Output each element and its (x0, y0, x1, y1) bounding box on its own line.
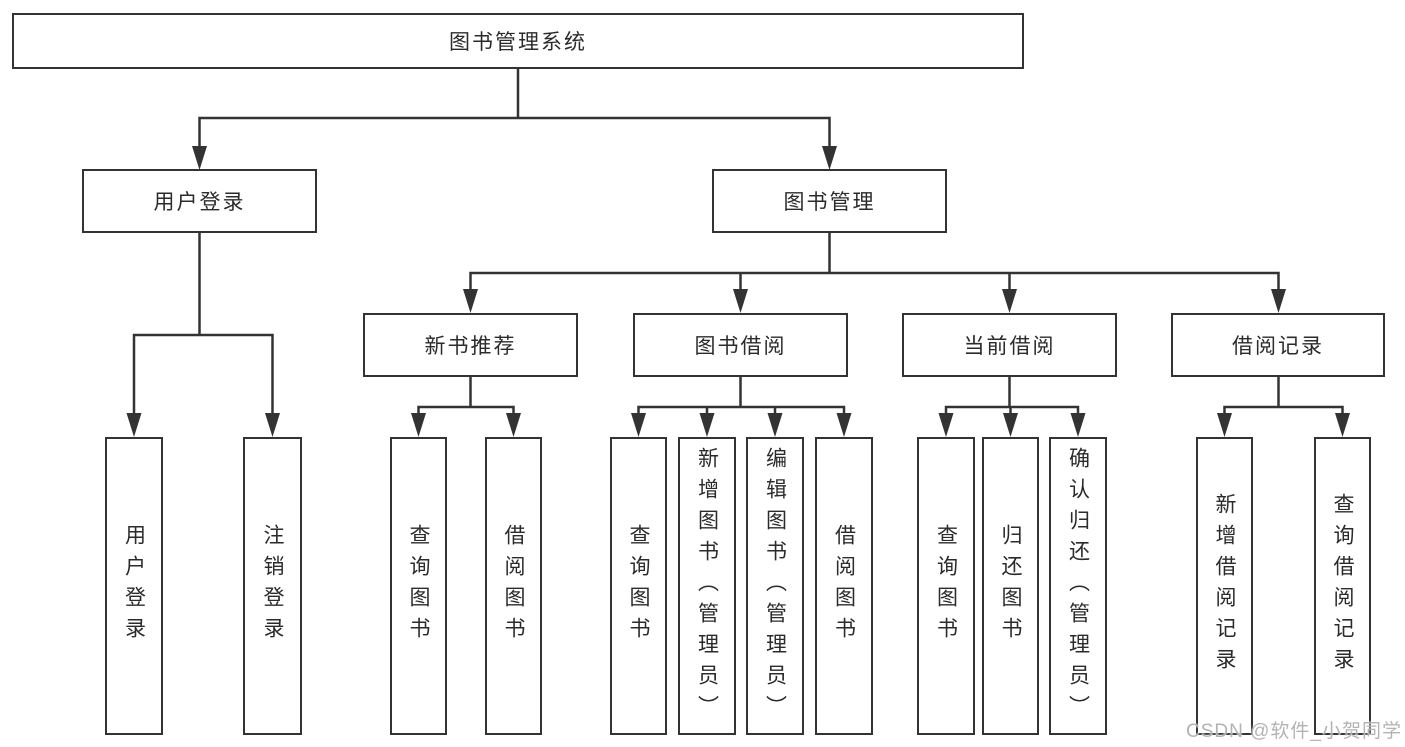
connector (637, 405, 846, 415)
leaf-return-book: 归还图书 (982, 437, 1039, 735)
connector (132, 333, 274, 415)
node-new-book-recommend: 新书推荐 (363, 313, 578, 377)
leaf-confirm-return-admin-label: 确认归还（管理员） (1066, 446, 1090, 726)
leaf-query-borrow-record-label: 查询借阅记录 (1331, 493, 1354, 679)
arrowhead (938, 413, 954, 437)
leaf-borrow-books-label: 借阅图书 (832, 524, 856, 648)
connector (1223, 405, 1344, 415)
node-new-book-recommend-label: 新书推荐 (424, 335, 517, 358)
arrowhead (631, 413, 646, 437)
leaf-add-borrow-record-label: 新增借阅记录 (1213, 493, 1236, 679)
arrowhead (192, 146, 207, 170)
arrowheads (126, 146, 1350, 437)
arrowhead (836, 413, 852, 437)
node-borrow-records: 借阅记录 (1171, 313, 1385, 377)
leaf-add-borrow-record: 新增借阅记录 (1196, 437, 1253, 735)
node-current-borrow: 当前借阅 (902, 313, 1117, 377)
node-root: 图书管理系统 (12, 13, 1024, 69)
leaf-user-login-label: 用户登录 (122, 524, 146, 648)
node-user-login-label: 用户登录 (153, 191, 246, 214)
leaf-confirm-return-admin: 确认归还（管理员） (1049, 437, 1107, 735)
leaf-logout: 注销登录 (243, 437, 302, 735)
node-book-borrow: 图书借阅 (633, 313, 848, 377)
arrowhead (1271, 289, 1286, 313)
node-user-login: 用户登录 (82, 169, 317, 233)
leaf-add-book-admin: 新增图书（管理员） (678, 437, 736, 735)
arrowhead (699, 413, 715, 437)
leaf-borrow-books-recommend: 借阅图书 (485, 437, 542, 735)
leaf-user-login: 用户登录 (105, 437, 163, 735)
leaf-edit-book-admin-label: 编辑图书（管理员） (763, 446, 787, 726)
arrowhead (506, 413, 521, 437)
leaf-add-book-admin-label: 新增图书（管理员） (695, 446, 719, 726)
arrowhead (1335, 413, 1350, 437)
arrowhead (1003, 413, 1018, 437)
leaf-borrow-books-recommend-label: 借阅图书 (502, 524, 525, 648)
connector (417, 405, 515, 415)
arrowhead (1002, 289, 1017, 313)
leaf-query-books-borrow-label: 查询图书 (627, 524, 650, 648)
leaf-return-book-label: 归还图书 (999, 524, 1022, 648)
leaf-borrow-books: 借阅图书 (815, 437, 873, 735)
arrowhead (463, 289, 478, 313)
leaf-query-borrow-record: 查询借阅记录 (1314, 437, 1371, 735)
node-current-borrow-label: 当前借阅 (963, 335, 1056, 358)
leaf-query-books-current-label: 查询图书 (934, 524, 958, 648)
connector (944, 405, 1080, 415)
arrowhead (1217, 413, 1232, 437)
arrowhead (733, 289, 748, 313)
arrowhead (822, 146, 837, 170)
arrowhead (126, 413, 142, 437)
arrowhead (767, 413, 783, 437)
node-book-management-label: 图书管理 (783, 191, 876, 214)
leaf-edit-book-admin: 编辑图书（管理员） (746, 437, 804, 735)
connector (469, 271, 1280, 291)
arrowhead (1070, 413, 1086, 437)
node-borrow-records-label: 借阅记录 (1232, 335, 1324, 358)
node-book-borrow-label: 图书借阅 (694, 335, 787, 358)
connector (198, 116, 831, 148)
node-book-management: 图书管理 (712, 169, 947, 233)
leaf-query-books-recommend-label: 查询图书 (407, 524, 430, 648)
arrowhead (265, 413, 280, 437)
arrowhead (411, 413, 426, 437)
leaf-query-books-current: 查询图书 (917, 437, 975, 735)
leaf-logout-label: 注销登录 (261, 524, 284, 648)
connector-lines (132, 68, 1344, 415)
leaf-query-books-recommend: 查询图书 (390, 437, 447, 735)
node-root-label: 图书管理系统 (449, 31, 587, 54)
csdn-watermark: CSDN @软件_小贺同学 (1186, 721, 1402, 742)
leaf-query-books-borrow: 查询图书 (610, 437, 667, 735)
